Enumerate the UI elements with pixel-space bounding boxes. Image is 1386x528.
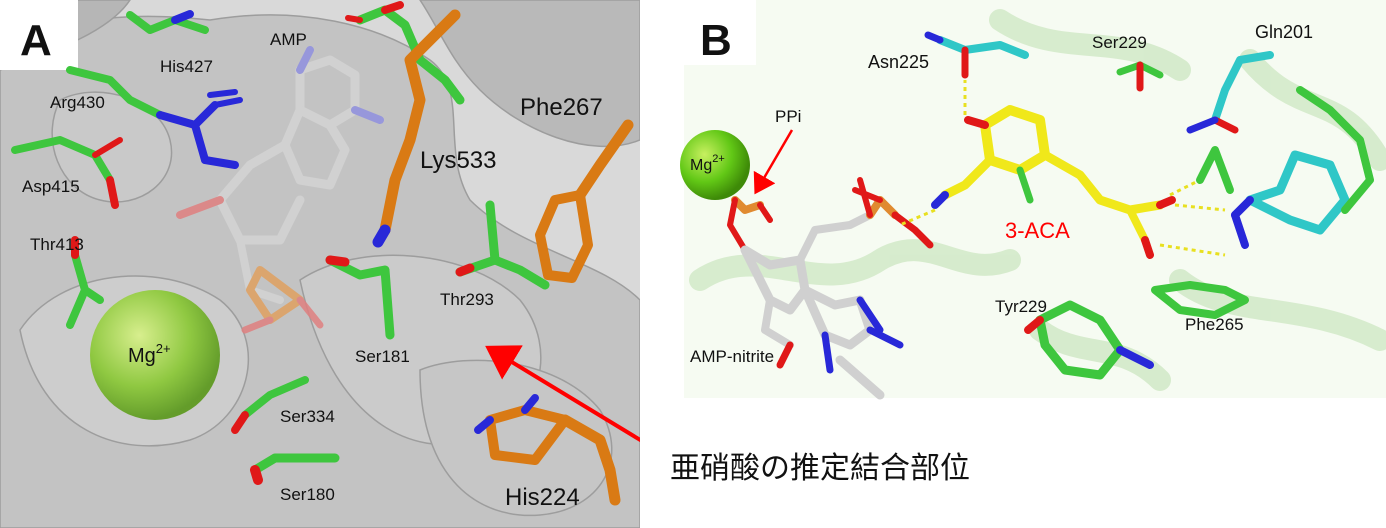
panel-b: B Asn225 Ser229 Gln201 PPi Mg2+ 3-ACA Ty… bbox=[680, 0, 1386, 400]
label-3-aca: 3-ACA bbox=[1005, 218, 1070, 243]
label-ser229: Ser229 bbox=[1092, 33, 1147, 52]
label-ser181: Ser181 bbox=[355, 347, 410, 366]
residue-sticks-a bbox=[11, 1, 550, 485]
label-phe267: Phe267 bbox=[520, 94, 603, 121]
mg-charge-a: 2+ bbox=[156, 341, 171, 356]
panel-b-letter: B bbox=[700, 16, 732, 65]
label-his427: His427 bbox=[160, 57, 213, 76]
label-ppi: PPi bbox=[775, 107, 801, 126]
mg-symbol-b: Mg bbox=[690, 157, 712, 174]
hbond-dashes bbox=[899, 80, 1226, 257]
amp-sticks-a bbox=[176, 46, 384, 334]
label-amp-nitrite: AMP-nitrite bbox=[690, 347, 774, 366]
label-lys533: Lys533 bbox=[420, 147, 497, 174]
label-tyr229: Tyr229 bbox=[995, 297, 1047, 316]
mg-symbol-a: Mg bbox=[128, 345, 156, 367]
mg-sphere-b bbox=[680, 130, 750, 200]
label-amp: AMP bbox=[270, 30, 307, 49]
phe267-sticks bbox=[535, 119, 634, 283]
green-residues-b bbox=[1024, 86, 1374, 380]
panel-a-letter: A bbox=[20, 16, 52, 65]
mg-charge-b: 2+ bbox=[712, 153, 725, 165]
amp-nitrite-sticks bbox=[727, 177, 934, 400]
label-mg-b: Mg2+ bbox=[690, 153, 725, 174]
panel-a: A His427 AMP Arg430 Phe267 Lys533 Asp415… bbox=[0, 0, 640, 528]
label-gln201: Gln201 bbox=[1255, 22, 1313, 42]
label-thr293: Thr293 bbox=[440, 290, 494, 309]
binding-site-arrow bbox=[485, 345, 640, 443]
gln201-sticks bbox=[1186, 51, 1350, 249]
aca-sticks bbox=[931, 105, 1176, 259]
label-phe265: Phe265 bbox=[1185, 315, 1244, 334]
asn225-sticks bbox=[924, 31, 1029, 79]
label-asn225: Asn225 bbox=[868, 52, 929, 72]
label-ser334: Ser334 bbox=[280, 407, 335, 426]
his224-sticks bbox=[474, 394, 621, 506]
binding-site-annotation: 亜硝酸の推定結合部位 bbox=[670, 451, 970, 486]
label-his224: His224 bbox=[505, 484, 580, 511]
ppi-arrow bbox=[753, 129, 794, 195]
label-ser180: Ser180 bbox=[280, 485, 335, 504]
label-mg-a: Mg2+ bbox=[128, 341, 171, 367]
lys533-sticks bbox=[372, 9, 461, 248]
label-arg430: Arg430 bbox=[50, 93, 105, 112]
label-thr413: Thr413 bbox=[30, 235, 84, 254]
mg-sphere-a bbox=[90, 290, 220, 420]
label-asp415: Asp415 bbox=[22, 177, 80, 196]
ser229-sticks bbox=[1116, 61, 1164, 92]
